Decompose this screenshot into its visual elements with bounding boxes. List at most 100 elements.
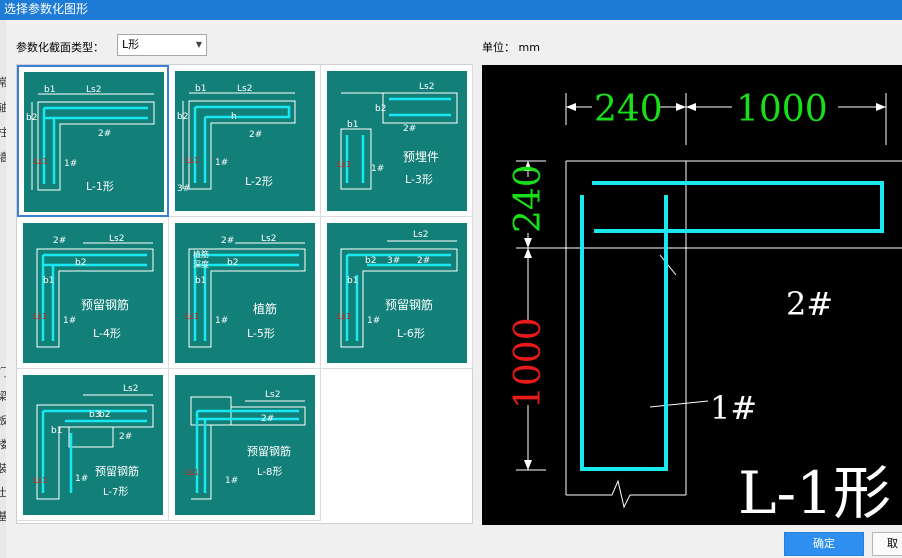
shape-label: b2 [99,410,110,420]
strip-char: 常 [0,76,6,89]
shape-option-l2[interactable]: b1 Ls2 b2 h 2# 1# 3# L-2形 Ls1 [169,65,321,217]
shape-label: 3# [387,256,400,266]
shape-label: 植筋 [193,249,209,259]
shape-label: Ls2 [86,85,101,95]
shape-caption: L-4形 [93,327,121,340]
shape-label: Ls1 [185,156,199,165]
shape-gallery: b1 Ls2 b2 2# 1# L-1形 Ls1 [16,64,473,524]
shape-label: Ls1 [33,312,47,321]
shape-option-l3[interactable]: Ls2 b2 b1 2# 1# 预埋件 L-3形 Ls1 [321,65,473,217]
strip-char: 墙 [0,151,6,164]
cancel-button[interactable]: 取 [872,532,902,556]
l5-shape-icon: 2# Ls2 植筋 深度 b2 b1 1# 植筋 L-5形 Ls1 [185,234,306,348]
shape-label: 2# [403,124,416,134]
shape-label: b1 [195,84,206,94]
shape-label: 1# [371,164,384,174]
shape-label: 1# [64,159,77,169]
shape-label: 3# [177,184,190,194]
shape-label: b3 [89,410,100,420]
shape-thumbnail: Ls2 2# 3# b2 b1 1# 预留钢筋 L-6形 Ls1 [327,223,467,363]
shape-label: Ls2 [419,82,434,92]
shape-thumbnail: 2# Ls2 植筋 深度 b2 b1 1# 植筋 L-5形 Ls1 [175,223,315,363]
shape-option-l8[interactable]: Ls2 2# 1# 预留钢筋 L-8形 Ls1 [169,369,321,521]
shape-label: Ls2 [413,230,428,240]
shape-label: b2 [26,113,37,123]
shape-label: 2# [417,256,430,266]
shape-thumbnail: Ls2 b1 b3 b2 2# 1# 预留钢筋 L-7形 Ls1 [23,375,163,515]
dialog-body: 参数化截面类型： L形 ▼ 单位： mm b1 [6,20,902,558]
shape-label: 1# [215,158,228,168]
l6-shape-icon: Ls2 2# 3# b2 b1 1# 预留钢筋 L-6形 Ls1 [337,230,458,348]
shape-option-l7[interactable]: Ls2 b1 b3 b2 2# 1# 预留钢筋 L-7形 Ls1 [17,369,169,521]
shape-label: b2 [75,258,86,268]
shape-label: Ls2 [265,390,280,400]
background-app-strip: 常 轴 柱 墙 门 梁 板 楼 装 土 基 [0,20,6,558]
shape-label: b1 [44,85,55,95]
section-type-value: L形 [122,38,140,51]
strip-char: 梁 [0,390,6,403]
strip-char: 基 [0,510,6,523]
shape-label: Ls1 [34,157,48,166]
ok-button[interactable]: 确定 [784,532,864,556]
strip-char: 装 [0,462,6,475]
shape-label: b1 [43,276,54,286]
shape-label: b2 [177,112,188,122]
shape-option-l5[interactable]: 2# Ls2 植筋 深度 b2 b1 1# 植筋 L-5形 Ls1 [169,217,321,369]
shape-label: Ls1 [185,312,199,321]
shape-subtitle: 预留钢筋 [81,297,129,312]
shape-label: 2# [221,236,234,246]
l1-shape-icon: b1 Ls2 b2 2# 1# L-1形 Ls1 [26,85,155,193]
l7-shape-icon: Ls2 b1 b3 b2 2# 1# 预留钢筋 L-7形 Ls1 [33,384,154,500]
shape-label: 2# [119,432,132,442]
shape-label: Ls1 [185,468,199,477]
shape-label: Ls2 [237,84,252,94]
shape-caption: L-1形 [86,180,114,193]
shape-option-l4[interactable]: 2# Ls2 b2 b1 1# 预留钢筋 L-4形 Ls1 [17,217,169,369]
shape-label: b1 [347,120,358,130]
shape-label: b2 [227,258,238,268]
shape-subtitle: 预埋件 [403,150,439,164]
shape-label: b1 [347,276,358,286]
shape-label: Ls2 [109,234,124,244]
shape-label: b1 [51,426,62,436]
shape-label: 2# [53,236,66,246]
shape-option-l6[interactable]: Ls2 2# 3# b2 b1 1# 预留钢筋 L-6形 Ls1 [321,217,473,369]
shape-thumbnail: b1 Ls2 b2 2# 1# L-1形 Ls1 [24,72,164,212]
l3-shape-icon: Ls2 b2 b1 2# 1# 预埋件 L-3形 Ls1 [337,82,458,190]
shape-subtitle: 预留钢筋 [247,444,291,458]
section-type-select[interactable]: L形 ▼ [117,34,207,56]
dim-ls2-label: 1000 [736,89,828,130]
shape-thumbnail: 2# Ls2 b2 b1 1# 预留钢筋 L-4形 Ls1 [23,223,163,363]
shape-label: Ls2 [123,384,138,394]
section-type-label: 参数化截面类型： [16,41,104,54]
shape-caption: L-5形 [247,327,275,340]
shape-caption: L-8形 [257,466,282,478]
shape-label: 2# [98,129,111,139]
shape-option-l1[interactable]: b1 Ls2 b2 2# 1# L-1形 Ls1 [17,65,169,217]
shape-label: 1# [215,316,228,326]
shape-label: 1# [75,474,88,484]
shape-thumbnail: b1 Ls2 b2 h 2# 1# 3# L-2形 Ls1 [175,71,315,211]
window-title: 选择参数化图形 [0,0,902,20]
shape-subtitle: 植筋 [253,301,277,316]
shape-label: 2# [249,130,262,140]
l8-shape-icon: Ls2 2# 1# 预留钢筋 L-8形 Ls1 [185,390,306,500]
shape-label: Ls1 [337,160,351,169]
shape-label: b2 [365,256,376,266]
dim-ls1-label: 1000 [508,317,549,409]
shape-thumbnail: Ls2 2# 1# 预留钢筋 L-8形 Ls1 [175,375,315,515]
shape-thumbnail: Ls2 b2 b1 2# 1# 预埋件 L-3形 Ls1 [327,71,467,211]
strip-char: 土 [0,486,6,499]
strip-char: 柱 [0,126,6,139]
shape-caption: L-2形 [245,175,273,188]
shape-label: Ls1 [33,476,47,485]
unit-label: 单位： mm [482,41,540,54]
bar-2-label: 2# [786,285,833,323]
dim-b2-label: 240 [508,164,549,233]
strip-char: 门 [0,366,6,379]
strip-char: 轴 [0,101,6,114]
shape-subtitle: 预留钢筋 [95,464,139,478]
shape-label: 1# [225,476,238,486]
l2-shape-icon: b1 Ls2 b2 h 2# 1# 3# L-2形 Ls1 [177,84,296,194]
dropdown-arrow-icon: ▼ [195,40,202,49]
